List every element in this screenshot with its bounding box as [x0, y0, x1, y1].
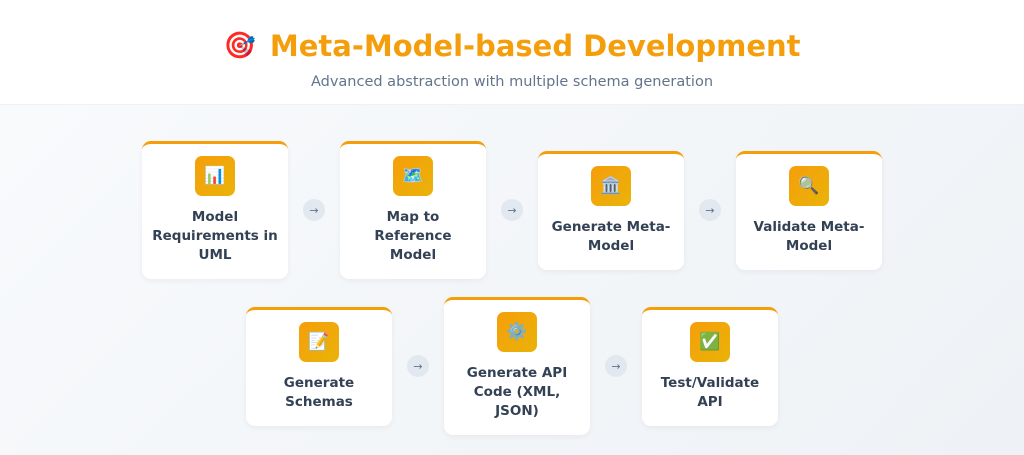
memo-icon: 📝	[299, 321, 339, 362]
flow-row-2: 📝 Generate Schemas → ⚙️ Generate API Code …	[0, 297, 1024, 435]
step-label: Test/Validate API	[660, 374, 760, 410]
step-label: Model Requirements in UML	[152, 209, 278, 263]
step-card: 📝 Generate Schemas	[246, 306, 392, 426]
target-icon: 🎯	[223, 31, 256, 61]
arrow-icon: →	[605, 355, 627, 377]
header: 🎯 Meta-Model-based Development Advanced …	[0, 0, 1024, 105]
arrow-icon: →	[501, 199, 523, 221]
classical-building-icon: 🏛️	[591, 165, 631, 206]
arrow-icon: →	[303, 199, 325, 221]
flow-diagram: 📊 Model Requirements in UML → 🗺️ Map to Re…	[0, 105, 1024, 455]
step-card: 🔍 Validate Meta-Model	[736, 150, 882, 270]
step-card: 🗺️ Map to Reference Model	[340, 141, 486, 279]
step-label: Validate Meta-Model	[753, 218, 865, 254]
step-label: Generate API Code (XML, JSON)	[466, 365, 568, 419]
step-label: Map to Reference Model	[374, 209, 452, 263]
flow-row-1: 📊 Model Requirements in UML → 🗺️ Map to Re…	[0, 141, 1024, 279]
check-mark-icon: ✅	[690, 321, 730, 362]
step-label: Generate Schemas	[283, 374, 355, 410]
subtitle: Advanced abstraction with multiple schem…	[310, 74, 714, 90]
map-icon: 🗺️	[393, 156, 433, 196]
page-title: 🎯 Meta-Model-based Development	[224, 28, 801, 64]
step-card: ✅ Test/Validate API	[642, 306, 778, 426]
magnifier-icon: 🔍	[789, 165, 829, 206]
arrow-icon: →	[699, 199, 721, 221]
step-card: 📊 Model Requirements in UML	[142, 141, 288, 279]
step-card: 🏛️ Generate Meta-Model	[538, 150, 684, 270]
step-label: Generate Meta-Model	[551, 218, 671, 254]
gear-icon: ⚙️	[497, 312, 537, 352]
bar-chart-icon: 📊	[195, 156, 235, 196]
arrow-icon: →	[407, 355, 429, 377]
step-card: ⚙️ Generate API Code (XML, JSON)	[444, 297, 590, 435]
title-text: Meta-Model-based Development	[269, 29, 801, 63]
